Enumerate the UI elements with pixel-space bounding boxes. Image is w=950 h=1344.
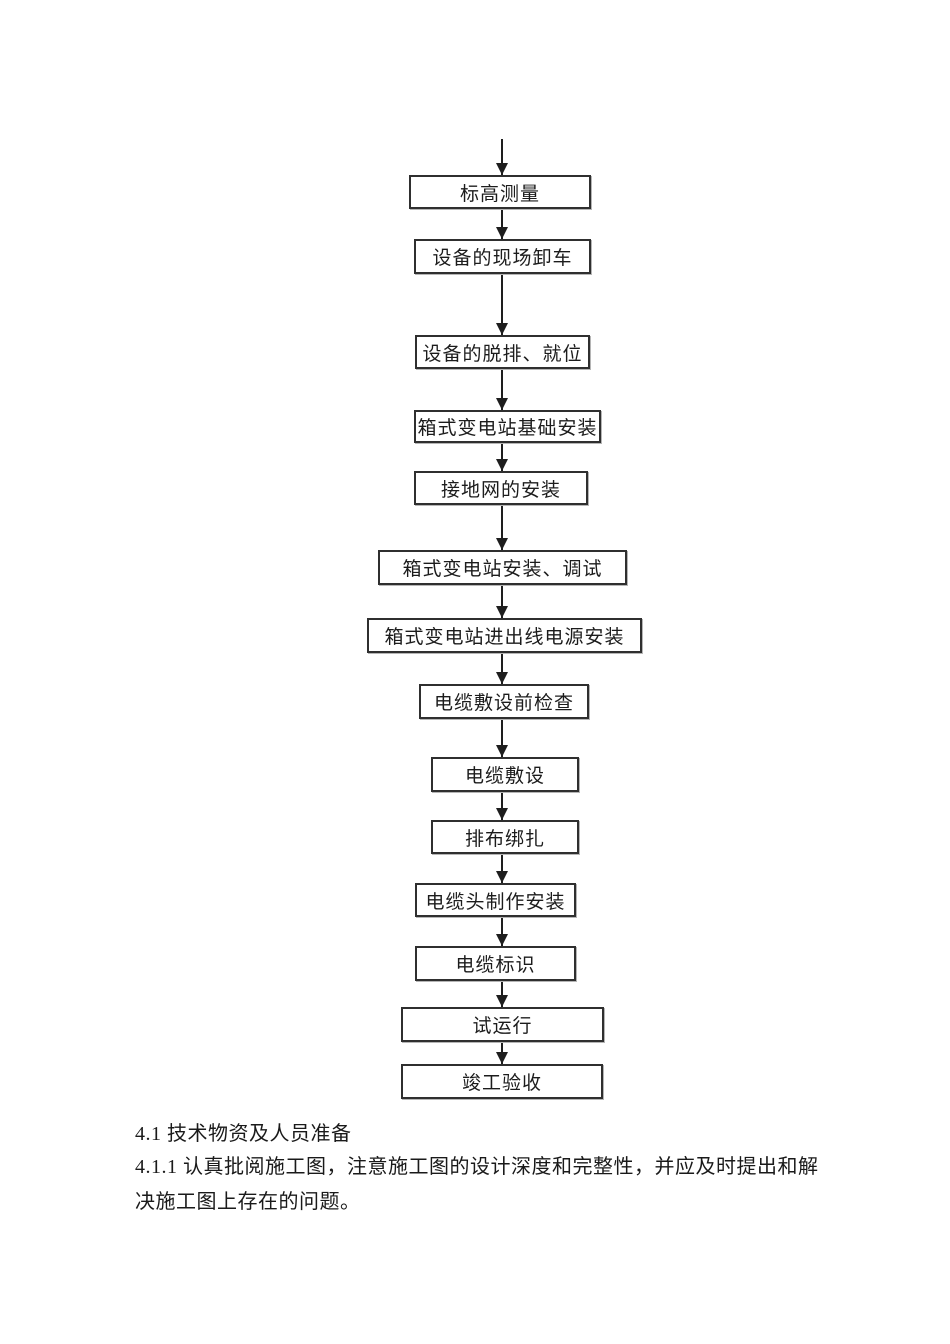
- flow-step: 排布绑扎: [431, 820, 579, 854]
- flow-arrow: [496, 274, 508, 335]
- flow-step: 电缆敷设前检查: [419, 684, 589, 719]
- flow-step: 设备的脱排、就位: [415, 335, 590, 369]
- flow-step-label: 箱式变电站基础安装: [417, 418, 598, 439]
- flow-arrow: [496, 1042, 508, 1064]
- flow-arrow: [496, 505, 508, 550]
- flow-arrow: [496, 139, 508, 175]
- flow-step-label: 试运行: [472, 1016, 533, 1037]
- flow-step-label: 设备的现场卸车: [432, 248, 573, 269]
- flow-step: 试运行: [401, 1007, 604, 1042]
- flow-step-label: 竣工验收: [461, 1073, 542, 1094]
- flow-step: 箱式变电站进出线电源安装: [367, 618, 642, 653]
- flow-arrow: [496, 369, 508, 410]
- flow-step-label: 箱式变电站进出线电源安装: [384, 627, 625, 648]
- flow-arrow: [496, 653, 508, 684]
- flow-step-label: 箱式变电站安装、调试: [402, 559, 603, 580]
- flow-arrow: [496, 443, 508, 471]
- flow-step: 箱式变电站安装、调试: [378, 550, 627, 585]
- flow-step: 标高测量: [409, 175, 591, 209]
- flow-step-label: 电缆敷设: [464, 766, 545, 787]
- flow-step: 电缆标识: [415, 946, 576, 981]
- flow-arrow: [496, 209, 508, 239]
- flow-step: 箱式变电站基础安装: [414, 410, 601, 443]
- flow-arrow: [496, 854, 508, 883]
- flow-arrow: [496, 917, 508, 946]
- flow-arrow: [496, 981, 508, 1007]
- flow-step: 竣工验收: [401, 1064, 603, 1099]
- flow-step-label: 电缆标识: [455, 955, 536, 976]
- flow-arrow: [496, 585, 508, 618]
- flow-step-label: 电缆敷设前检查: [433, 693, 574, 714]
- flow-arrow: [496, 719, 508, 757]
- flow-step-label: 设备的脱排、就位: [422, 343, 583, 365]
- paragraph-line: 决施工图上存在的问题。: [135, 1191, 361, 1213]
- flow-step-label: 接地网的安装: [440, 479, 561, 501]
- flow-step: 电缆敷设: [431, 757, 579, 792]
- flow-step: 设备的现场卸车: [414, 239, 591, 274]
- flow-step-label: 排布绑扎: [464, 828, 545, 850]
- flow-step: 电缆头制作安装: [415, 883, 576, 917]
- flow-step-label: 电缆头制作安装: [425, 891, 566, 913]
- flow-step: 接地网的安装: [414, 471, 588, 505]
- flow-arrow: [496, 792, 508, 820]
- section-heading: 4.1 技术物资及人员准备: [135, 1123, 352, 1145]
- paragraph-line: 4.1.1 认真批阅施工图，注意施工图的设计深度和完整性，并应及时提出和解: [135, 1156, 819, 1178]
- flow-step-label: 标高测量: [459, 183, 540, 205]
